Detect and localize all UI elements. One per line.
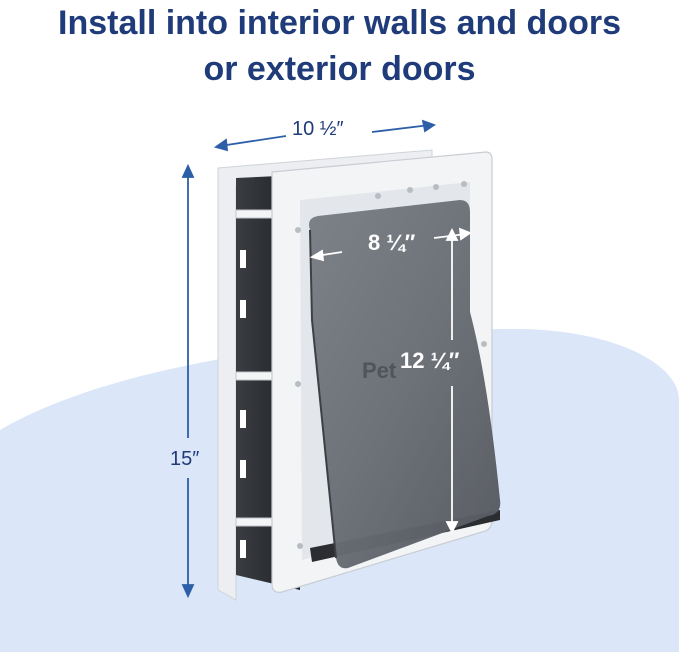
flap-edge (309, 229, 337, 559)
flap-logo: Pet (362, 358, 397, 383)
frame-height-label: 15″ (170, 448, 200, 470)
flap-width-dimension (309, 227, 472, 262)
headline: Install into interior walls and doors or… (0, 0, 679, 92)
flap-width-label: 8 ¼″ (368, 230, 416, 255)
frame-height-dimension (181, 163, 195, 599)
frame-screws (295, 181, 487, 549)
flap-height-dimension (445, 227, 459, 535)
headline-line-2: or exterior doors (203, 50, 476, 88)
headline-line-1: Install into interior walls and doors (58, 4, 621, 42)
tunnel-clips (240, 250, 246, 558)
flap-height-label: 12 ¼″ (400, 348, 460, 373)
frame-width-dimension (213, 119, 436, 152)
frame-width-label: 10 ½″ (292, 118, 344, 140)
